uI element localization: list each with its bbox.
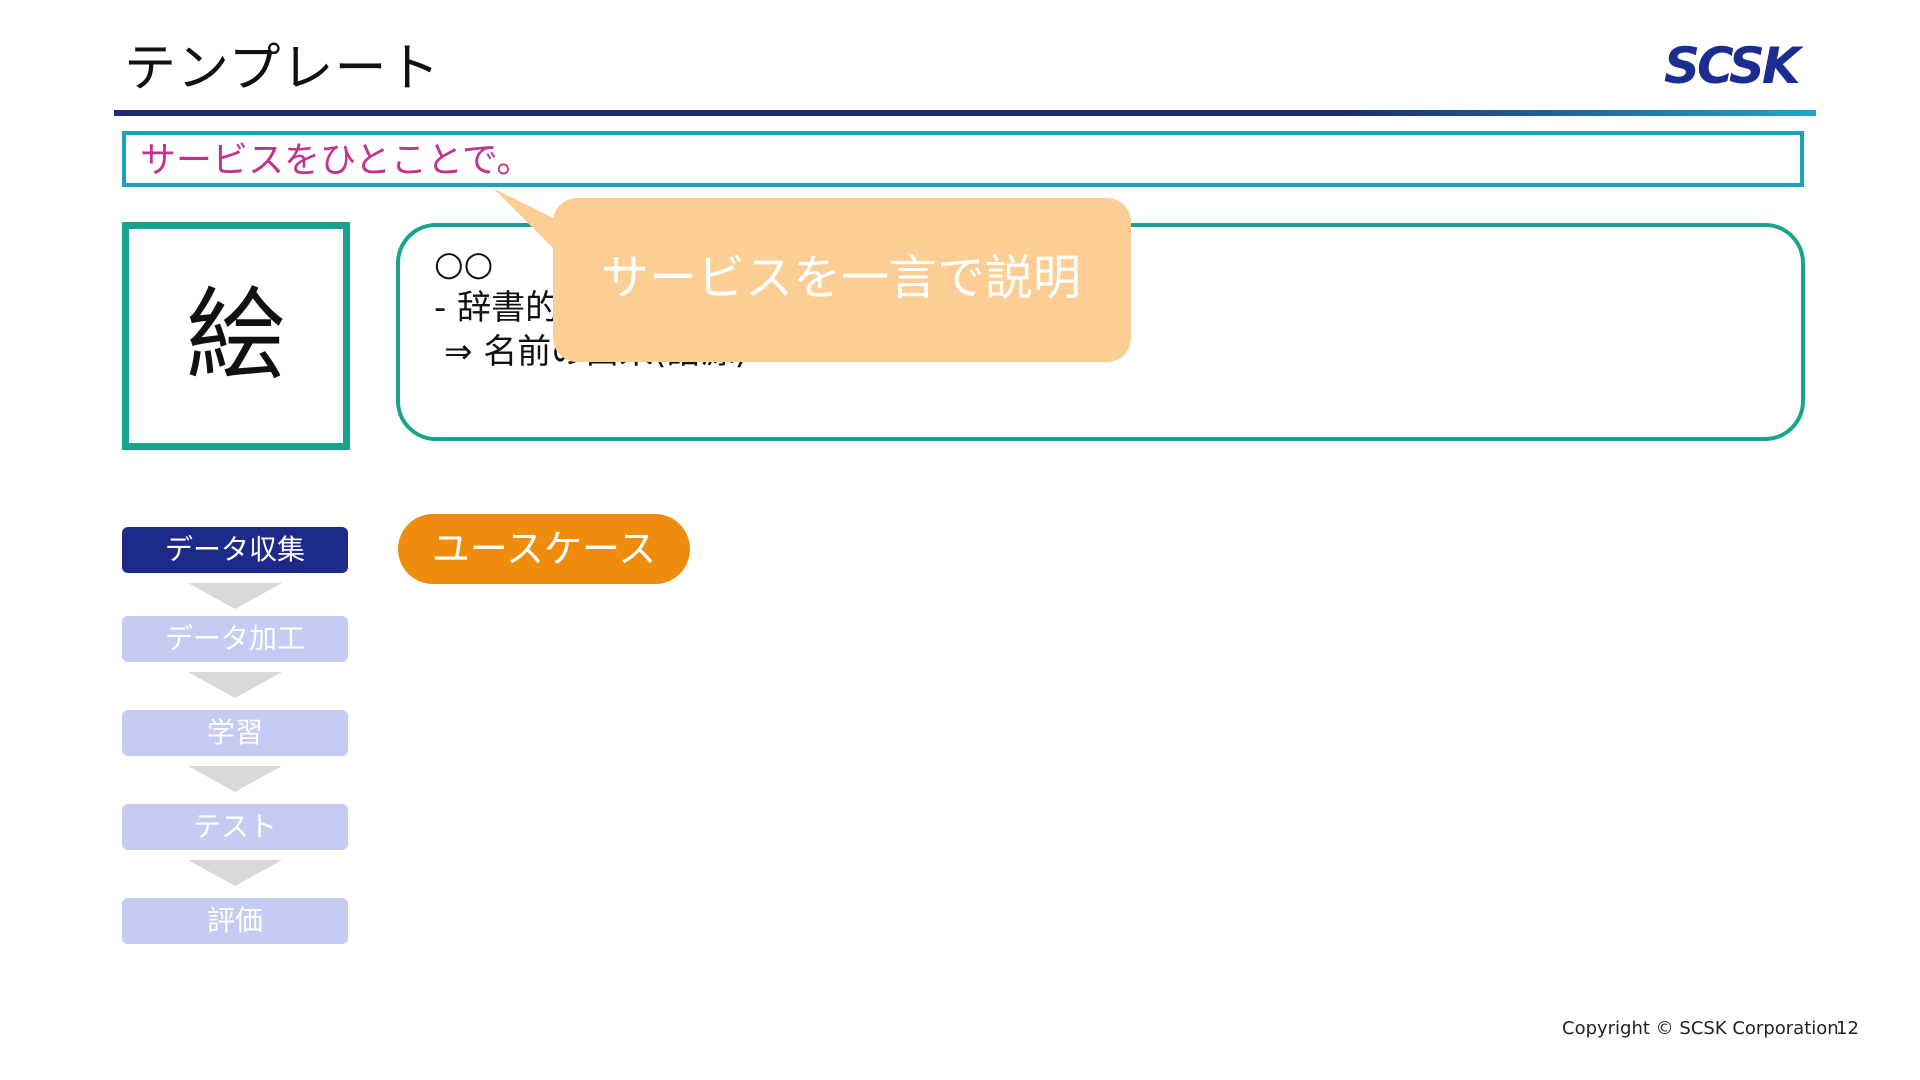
step-training: 学習 <box>122 710 348 756</box>
tagline-box: サービスをひとことで。 <box>122 131 1804 187</box>
picture-label: 絵 <box>186 277 286 394</box>
step-arrow-2 <box>188 672 282 698</box>
step-arrow-3 <box>188 766 282 792</box>
step-data-collection: データ収集 <box>122 527 348 573</box>
description-line-2: - 辞書的 <box>434 288 560 328</box>
step-arrow-1 <box>188 583 282 609</box>
copyright-text: Copyright © SCSK Corporation <box>1562 1018 1839 1039</box>
step-testing: テスト <box>122 804 348 850</box>
callout-tail <box>493 188 573 248</box>
scsk-logo: SCSK <box>1664 37 1801 95</box>
page-number: 12 <box>1836 1018 1859 1039</box>
step-arrow-4 <box>188 860 282 886</box>
description-line-1: ○○ <box>434 244 494 284</box>
page-title: テンプレート <box>124 39 441 99</box>
callout-text: サービスを一言で説明 <box>601 250 1082 306</box>
callout-bubble: サービスを一言で説明 <box>493 188 1131 362</box>
usecase-label: ユースケース <box>398 514 690 584</box>
picture-placeholder: 絵 <box>122 222 350 450</box>
step-evaluation: 評価 <box>122 898 348 944</box>
step-data-processing: データ加工 <box>122 616 348 662</box>
tagline-text: サービスをひとことで。 <box>140 140 533 181</box>
title-divider <box>114 110 1816 116</box>
